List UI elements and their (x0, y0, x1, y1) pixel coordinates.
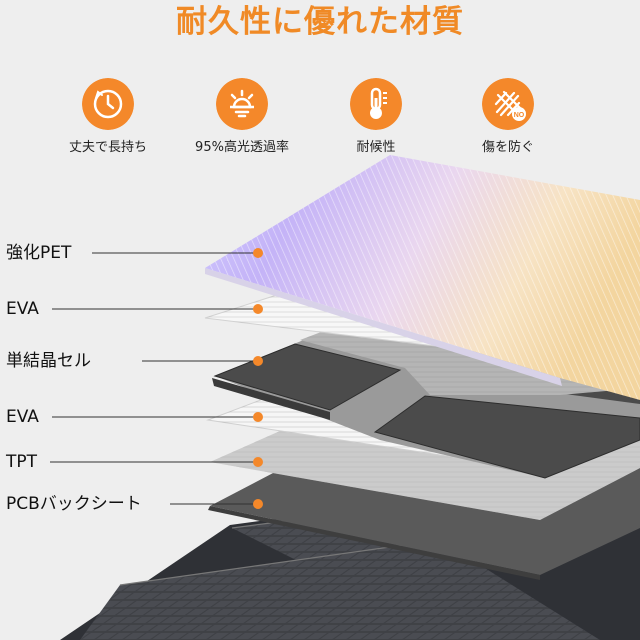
layer-label-tpt: TPT (6, 452, 38, 472)
no-scratch-icon: NO (482, 78, 534, 130)
layer-label-eva-upper: EVA (6, 299, 39, 319)
feature-weather-resistance: 耐候性 (316, 78, 436, 157)
marker-dot (253, 499, 263, 509)
feature-label: 95%高光透過率 (195, 140, 289, 155)
no-badge: NO (514, 112, 525, 119)
label-leaders (50, 248, 263, 509)
layer-label-reinforced-pet: 強化PET (6, 243, 72, 263)
marker-dot (253, 304, 263, 314)
layer-label-monocrystalline-cells: 単結晶セル (6, 351, 91, 371)
layer-reinforced-pet (205, 155, 640, 400)
marker-dot (253, 412, 263, 422)
marker-dot (253, 356, 263, 366)
feature-scratch-resistance: NO 傷を防ぐ (448, 78, 568, 157)
sun-icon (216, 78, 268, 130)
marker-dot (253, 248, 263, 258)
feature-durable: 丈夫で長持ち (48, 78, 168, 157)
layer-label-pcb-backsheet: PCBバックシート (6, 494, 142, 514)
feature-label: 丈夫で長持ち (68, 140, 147, 155)
marker-dot (253, 457, 263, 467)
feature-transmittance: 95%高光透過率 (182, 78, 302, 157)
layer-label-eva-lower: EVA (6, 407, 39, 427)
feature-label: 耐候性 (356, 140, 396, 155)
thermometer-icon (350, 78, 402, 130)
feature-label: 傷を防ぐ (481, 140, 534, 155)
page-title: 耐久性に優れた材質 (176, 4, 464, 40)
clock-icon (82, 78, 134, 130)
